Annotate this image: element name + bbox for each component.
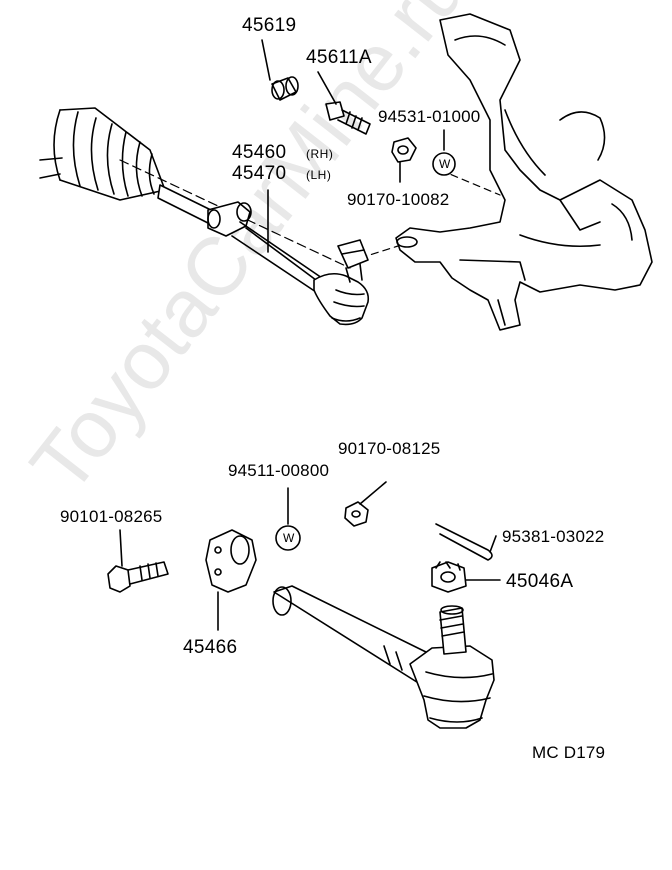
label-94531-01000: 94531-01000 (378, 107, 481, 126)
diagram-code: MC D179 (532, 743, 606, 762)
tie-rod-end-45046a (272, 585, 495, 729)
bolt-45611a (325, 101, 371, 135)
label-45460: 45460 (232, 142, 287, 163)
label-45466: 45466 (183, 637, 238, 658)
washer-mark-bottom: W (283, 531, 295, 545)
label-lh: (LH) (306, 168, 332, 182)
washer-mark-top: W (439, 157, 451, 171)
label-94511-00800: 94511-00800 (228, 461, 330, 480)
bolt-90101-08265 (107, 561, 169, 593)
label-45470: 45470 (232, 163, 287, 184)
label-90170-08125: 90170-08125 (338, 439, 441, 458)
nut-90170-10082 (391, 137, 417, 163)
label-45611a: 45611A (306, 47, 372, 68)
washer-94531-01000 (432, 152, 456, 176)
steering-knuckle (395, 13, 653, 331)
label-45046a: 45046A (506, 571, 574, 592)
castle-nut-45046a (431, 561, 467, 593)
label-90170-10082: 90170-10082 (347, 190, 450, 209)
label-rh: (RH) (306, 147, 334, 161)
clamp-45466 (205, 529, 257, 593)
tie-rod-assembly (207, 201, 370, 326)
bushing-45619 (271, 76, 299, 101)
label-45619: 45619 (242, 15, 297, 36)
label-90101-08265: 90101-08265 (60, 507, 163, 526)
label-95381-03022: 95381-03022 (502, 527, 605, 546)
rack-boot (39, 107, 166, 201)
